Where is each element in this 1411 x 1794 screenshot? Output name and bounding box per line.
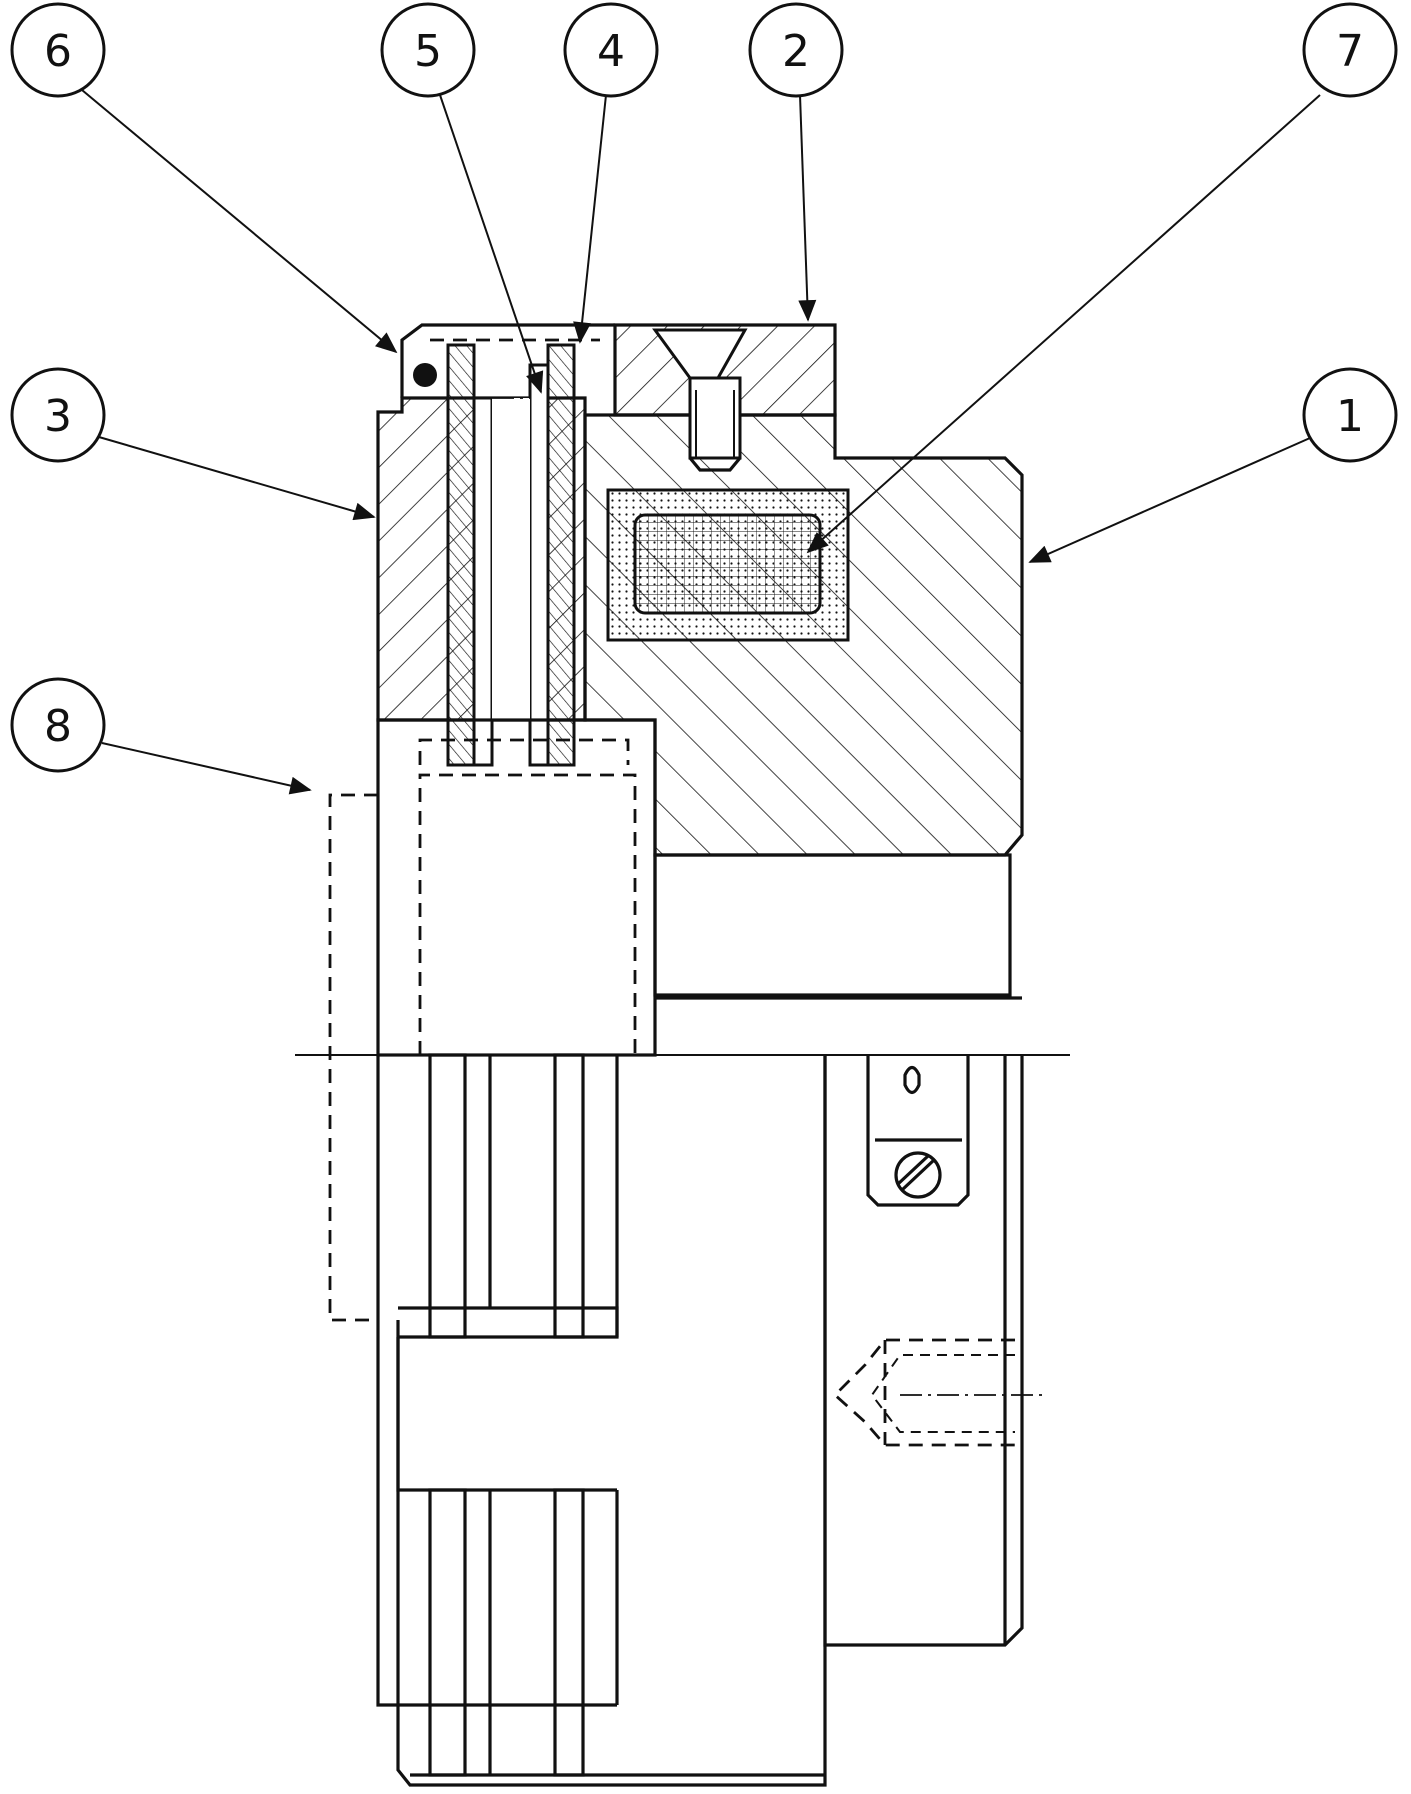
hub-alternate-position xyxy=(328,793,378,1322)
hub-hidden-inner xyxy=(418,773,637,1055)
callout-1: 1 xyxy=(1302,367,1398,463)
callout-6-label: 6 xyxy=(44,26,72,77)
friction-disc-group xyxy=(446,343,576,767)
magnet-coil xyxy=(606,488,850,642)
countersunk-screw xyxy=(652,328,748,472)
callout-6: 6 xyxy=(10,2,106,98)
callout-3: 3 xyxy=(10,367,106,463)
callout-7-label: 7 xyxy=(1336,26,1364,77)
callout-5-label: 5 xyxy=(414,26,442,77)
callout-5: 5 xyxy=(380,2,476,98)
callout-2: 2 xyxy=(748,2,844,98)
callout-7: 7 xyxy=(1302,2,1398,98)
callout-4-label: 4 xyxy=(597,26,625,77)
retaining-step xyxy=(400,323,615,398)
o-ring xyxy=(413,363,437,387)
callout-8: 8 xyxy=(10,677,106,773)
callout-1-label: 1 xyxy=(1336,391,1364,442)
callout-2-label: 2 xyxy=(782,26,810,77)
callout-8-label: 8 xyxy=(44,701,72,752)
lower-exterior xyxy=(376,1053,1045,1787)
leader-lines xyxy=(69,79,1321,795)
callout-3-label: 3 xyxy=(44,391,72,442)
callout-4: 4 xyxy=(563,2,659,98)
hub-hidden-upper xyxy=(418,738,630,765)
shaft-bore xyxy=(653,853,1022,1000)
